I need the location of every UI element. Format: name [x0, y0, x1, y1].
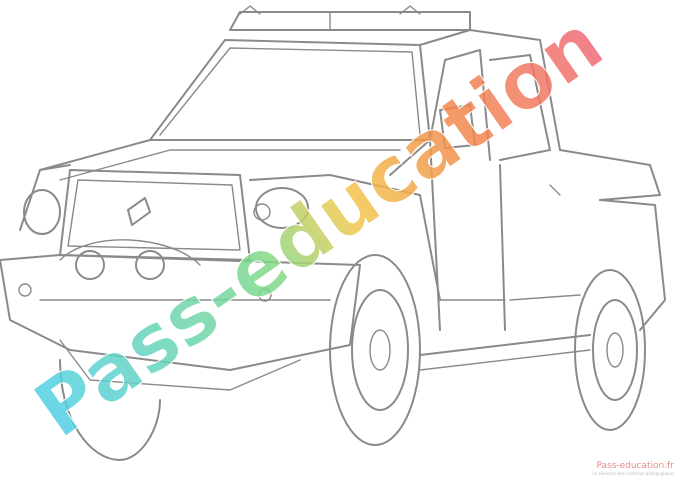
- credit: Pass-education.fr La sélection des conte…: [593, 461, 674, 476]
- credit-text: Pass-education.fr: [596, 461, 674, 471]
- front-wheel: [329, 254, 421, 446]
- roof-rack: [229, 5, 471, 31]
- credit-subtext: La sélection des contenus pédagogiques: [592, 471, 674, 476]
- rear-wheel: [574, 269, 646, 431]
- truck-body: [0, 29, 666, 391]
- left-front-wheel: [59, 359, 161, 461]
- watermark: Pass-education: [19, 0, 620, 456]
- watermark-text: Pass-education: [19, 0, 619, 456]
- fog-lights: [18, 250, 272, 302]
